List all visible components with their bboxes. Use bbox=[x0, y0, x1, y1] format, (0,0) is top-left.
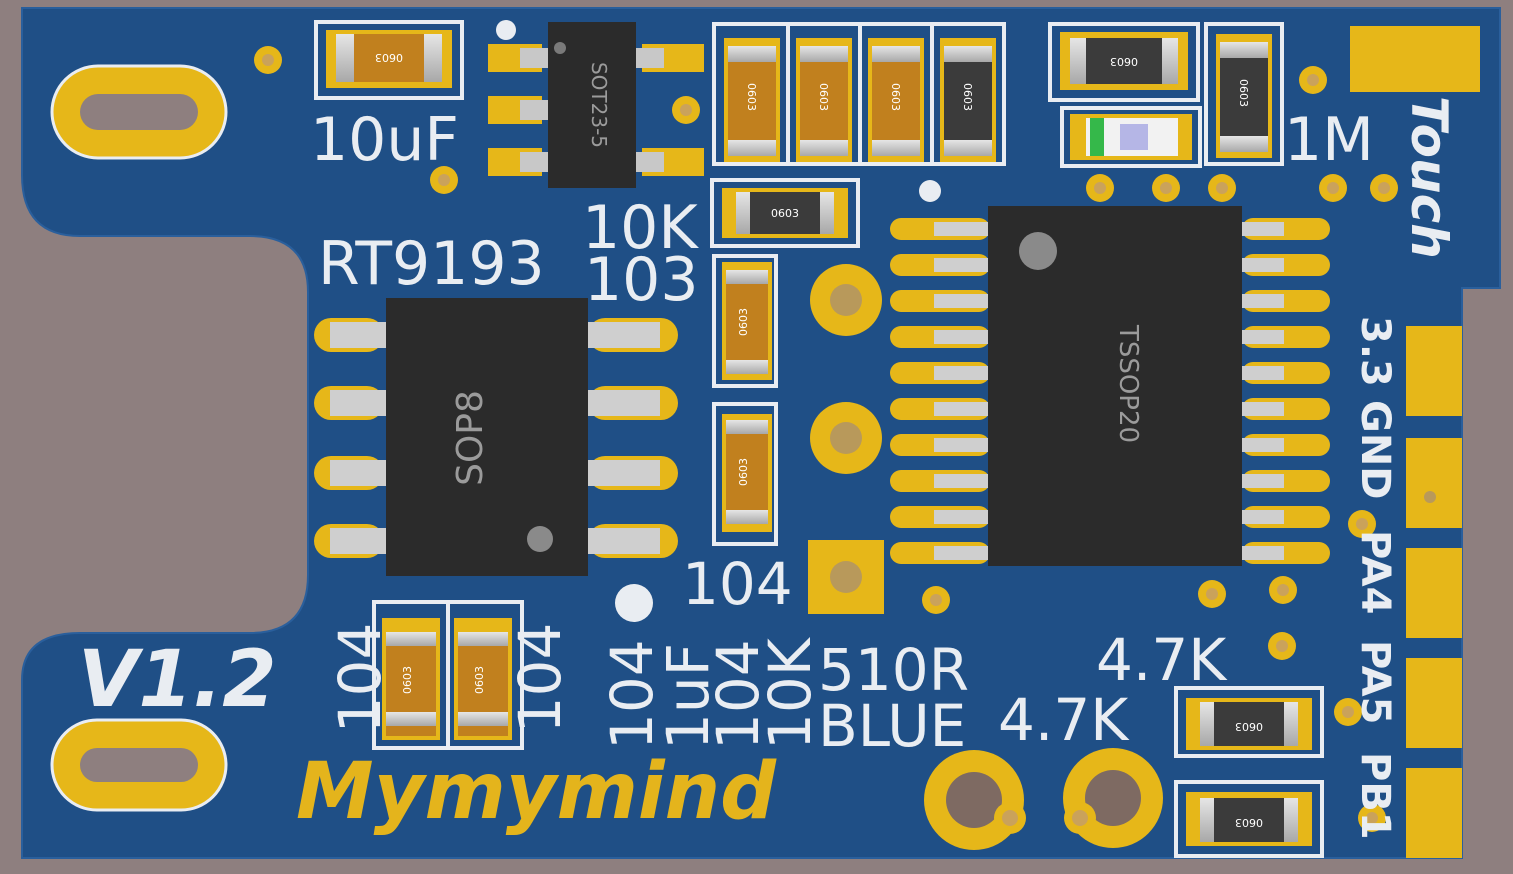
label-col-3: 104 bbox=[704, 639, 772, 750]
test-pads bbox=[808, 264, 1163, 850]
cap-c4: 0603 bbox=[868, 38, 924, 162]
tssop-lead-left bbox=[934, 258, 990, 272]
mounting-slot-bottom bbox=[50, 718, 228, 812]
label-4k7-top: 4.7K bbox=[1096, 626, 1228, 694]
label-104-mid: 104 bbox=[682, 550, 793, 618]
package-label: 0603 bbox=[473, 666, 486, 694]
sot23-label: SOT23-5 bbox=[587, 62, 611, 148]
package-label: 0603 bbox=[771, 207, 799, 220]
cap-c3: 0603 bbox=[796, 38, 852, 162]
brand-label: Mymymind bbox=[296, 747, 777, 837]
package-label: 0603 bbox=[737, 308, 750, 336]
res-r6: 0603 bbox=[1186, 792, 1312, 846]
label-103: 103 bbox=[584, 245, 699, 315]
tssop-lead-right bbox=[1242, 402, 1284, 416]
label-10uf: 10uF bbox=[310, 105, 459, 175]
tssop-lead-right bbox=[1242, 510, 1284, 524]
tssop-lead-right bbox=[1242, 366, 1284, 380]
sop8-leads bbox=[330, 322, 660, 554]
package-label: 0603 bbox=[961, 83, 974, 111]
cap-c6: 0603 bbox=[722, 414, 772, 532]
label-510r: 510R bbox=[818, 636, 969, 704]
sot23-chip: SOT23-5 bbox=[548, 22, 636, 188]
sot23-leads bbox=[520, 48, 664, 172]
label-104-left: 104 bbox=[326, 623, 394, 734]
pin-label-pb1: PB1 bbox=[1352, 752, 1398, 840]
tssop-lead-right bbox=[1242, 258, 1284, 272]
tssop-lead-left bbox=[934, 510, 990, 524]
tssop-lead-right bbox=[1242, 474, 1284, 488]
label-1m: 1M bbox=[1284, 105, 1374, 175]
package-label: 0603 bbox=[1235, 816, 1263, 829]
res-r1: 0603 bbox=[940, 38, 996, 162]
tssop-lead-left bbox=[934, 402, 990, 416]
cap-c5: 0603 bbox=[722, 262, 772, 380]
label-10k: 10K bbox=[582, 193, 699, 263]
tssop-lead-left bbox=[934, 366, 990, 380]
tssop-lead-right bbox=[1242, 438, 1284, 452]
tssop20-chip: TSSOP20 bbox=[988, 206, 1242, 566]
mounting-slot-top bbox=[50, 64, 228, 160]
package-label: 0603 bbox=[375, 51, 403, 64]
package-label: 0603 bbox=[817, 83, 830, 111]
tssop-lead-right bbox=[1242, 294, 1284, 308]
pin-label-gnd: GND bbox=[1352, 400, 1398, 500]
tssop-lead-right bbox=[1242, 330, 1284, 344]
pin-label-3v3: 3.3 bbox=[1352, 316, 1398, 387]
cap-c8: 0603 bbox=[454, 618, 512, 740]
tssop20-label: TSSOP20 bbox=[1113, 324, 1143, 443]
label-rt9193: RT9193 bbox=[318, 229, 545, 299]
package-label: 0603 bbox=[737, 458, 750, 486]
tssop-lead-left bbox=[934, 438, 990, 452]
res-r4: 0603 bbox=[722, 188, 848, 238]
tssop-lead-left bbox=[934, 474, 990, 488]
tssop-lead-right bbox=[1242, 546, 1284, 560]
label-blue: BLUE bbox=[818, 692, 966, 760]
package-label: 0603 bbox=[401, 666, 414, 694]
package-label: 0603 bbox=[1237, 79, 1250, 107]
cap-c1: 0603 bbox=[326, 30, 452, 88]
tssop20-pads bbox=[890, 218, 1330, 564]
tssop-lead-right bbox=[1242, 222, 1284, 236]
label-col-4: 10K bbox=[756, 636, 824, 750]
version-label: V1.2 bbox=[78, 635, 277, 725]
cap-c7: 0603 bbox=[382, 618, 440, 740]
package-label: 0603 bbox=[889, 83, 902, 111]
sop8-label: SOP8 bbox=[450, 390, 491, 486]
package-label: 0603 bbox=[1110, 55, 1138, 68]
edge-connector-pads bbox=[1350, 26, 1480, 858]
tssop-lead-left bbox=[934, 330, 990, 344]
led-blue bbox=[1070, 114, 1192, 160]
pin-label-pa4: PA4 bbox=[1352, 530, 1398, 614]
label-104-right: 104 bbox=[506, 623, 574, 734]
cap-c2: 0603 bbox=[724, 38, 780, 162]
vias bbox=[254, 46, 1398, 832]
tssop-lead-left bbox=[934, 222, 990, 236]
label-col-1: 104 bbox=[598, 639, 666, 750]
pin-label-pa5: PA5 bbox=[1352, 640, 1398, 724]
tssop-lead-left bbox=[934, 294, 990, 308]
package-label: 0603 bbox=[1235, 720, 1263, 733]
label-col-2: 1uF bbox=[654, 643, 722, 750]
silk-outlines bbox=[314, 20, 1324, 858]
res-r5: 0603 bbox=[1186, 698, 1312, 750]
sop8-chip: SOP8 bbox=[386, 298, 588, 576]
package-label: 0603 bbox=[745, 83, 758, 111]
res-r2: 0603 bbox=[1060, 32, 1188, 90]
res-r3: 0603 bbox=[1216, 34, 1272, 158]
touch-label: Touch bbox=[1400, 96, 1458, 259]
label-4k7-bottom: 4.7K bbox=[998, 686, 1130, 754]
tssop-lead-left bbox=[934, 546, 990, 560]
